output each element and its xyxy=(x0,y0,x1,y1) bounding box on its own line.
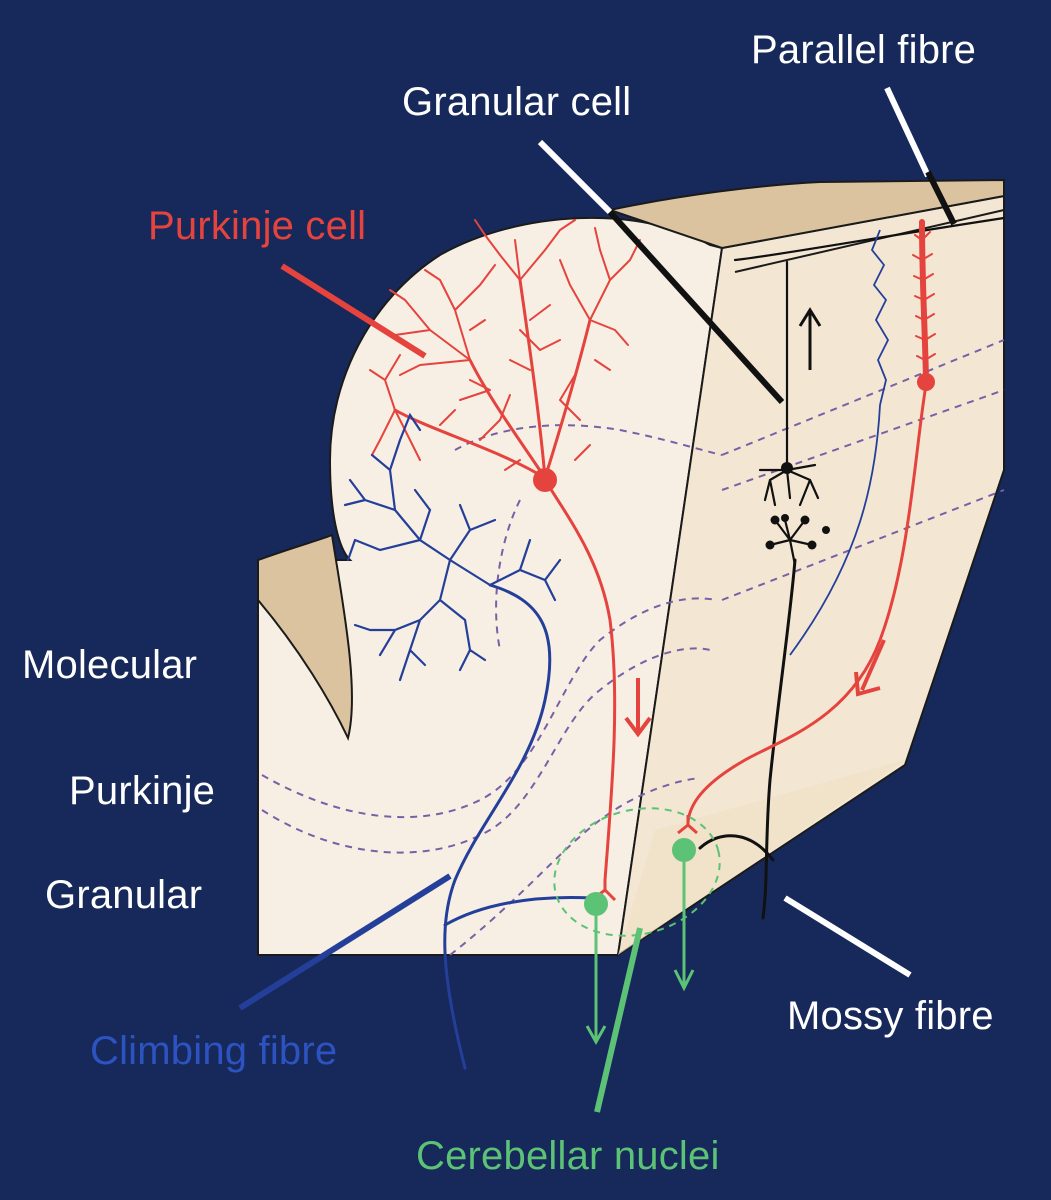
mossy-fibre-axon xyxy=(761,558,797,920)
mossy-rosette-boutons xyxy=(765,514,830,550)
nucleus-neuron-front xyxy=(584,892,608,916)
boundary-molecular-purkinje-front xyxy=(261,597,717,819)
tissue-block xyxy=(257,178,1005,958)
down-arrow-side xyxy=(854,639,886,697)
granular-cell-soma xyxy=(781,462,793,474)
purkinje-cell-front xyxy=(369,219,641,882)
mossy-fibre-collateral xyxy=(698,834,775,862)
climbing-fibre-front xyxy=(343,412,594,1070)
climbing-side-dendrite xyxy=(870,229,890,406)
nucleus-output-side xyxy=(673,862,695,992)
label-mossy-fibre: Mossy fibre xyxy=(787,994,994,1038)
leader-climbing-fibre xyxy=(238,873,452,1011)
layer-boundaries xyxy=(261,339,1005,956)
label-granular-layer: Granular xyxy=(45,873,203,917)
mossy-fibre-rosette xyxy=(768,518,814,567)
climbing-fibre-axon xyxy=(443,583,552,1070)
boundary-side-3 xyxy=(721,489,1005,601)
label-climbing-fibre: Climbing fibre xyxy=(90,1029,338,1073)
tissue-top-face xyxy=(606,178,1005,250)
side-face-surface-line xyxy=(734,209,1005,273)
label-purkinje-layer: Purkinje xyxy=(69,769,216,813)
nucleus-neuron-side xyxy=(672,838,696,862)
leader-parallel-fibre-white xyxy=(884,86,931,178)
leader-granular-cell-white xyxy=(537,139,613,215)
leader-lines xyxy=(238,86,957,1113)
boundary-side-2 xyxy=(721,389,1005,491)
boundary-side-1 xyxy=(721,339,1005,456)
leader-parallel-fibre-black xyxy=(925,170,957,226)
granular-cell-side xyxy=(698,216,1006,920)
purkinje-soma-front xyxy=(533,468,557,492)
nuclei-region-outline xyxy=(553,807,721,937)
climbing-fibre-collateral xyxy=(443,896,594,927)
climbing-fibre-side xyxy=(789,229,890,656)
leader-cerebellar-nuclei xyxy=(594,927,643,1113)
climbing-side-axon xyxy=(789,404,881,656)
leader-granular-cell-black xyxy=(607,209,785,405)
nucleus-output-front xyxy=(585,916,607,1046)
boundary-lower-front xyxy=(449,777,701,956)
purkinje-side-axon xyxy=(686,383,928,824)
tissue-fold xyxy=(257,533,353,741)
purkinje-side-dendrite-spines xyxy=(912,231,936,361)
purkinje-side-dendrite xyxy=(919,219,929,383)
signal-arrows xyxy=(624,307,886,738)
purkinje-cell-side xyxy=(686,219,936,824)
parallel-fibre-line xyxy=(733,216,1006,262)
up-arrow xyxy=(798,307,822,370)
label-cerebellar-nuclei: Cerebellar nuclei xyxy=(416,1134,720,1178)
leader-mossy-fibre xyxy=(783,895,912,978)
purkinje-dendrite-trunk xyxy=(393,278,592,480)
label-parallel-fibre: Parallel fibre xyxy=(751,28,977,72)
purkinje-axon-terminal-side xyxy=(677,815,698,835)
purkinje-soma-side xyxy=(917,373,935,391)
down-arrow-front xyxy=(624,678,652,738)
tissue-side-shadow xyxy=(618,760,905,955)
leader-purkinje-cell xyxy=(280,263,427,359)
label-molecular-layer: Molecular xyxy=(22,643,198,687)
cerebellar-nuclei xyxy=(553,807,721,1046)
purkinje-axon-front xyxy=(543,478,617,882)
label-granular-cell: Granular cell xyxy=(402,80,632,124)
climbing-branches xyxy=(343,412,562,682)
boundary-arc-middle xyxy=(495,499,521,651)
granular-cell-dendrites xyxy=(758,463,820,507)
label-purkinje-cell: Purkinje cell xyxy=(148,204,367,248)
boundary-arc-upper xyxy=(454,424,723,456)
purkinje-dendrite-branches xyxy=(369,219,641,471)
boundary-purkinje-granular-front xyxy=(261,647,711,854)
